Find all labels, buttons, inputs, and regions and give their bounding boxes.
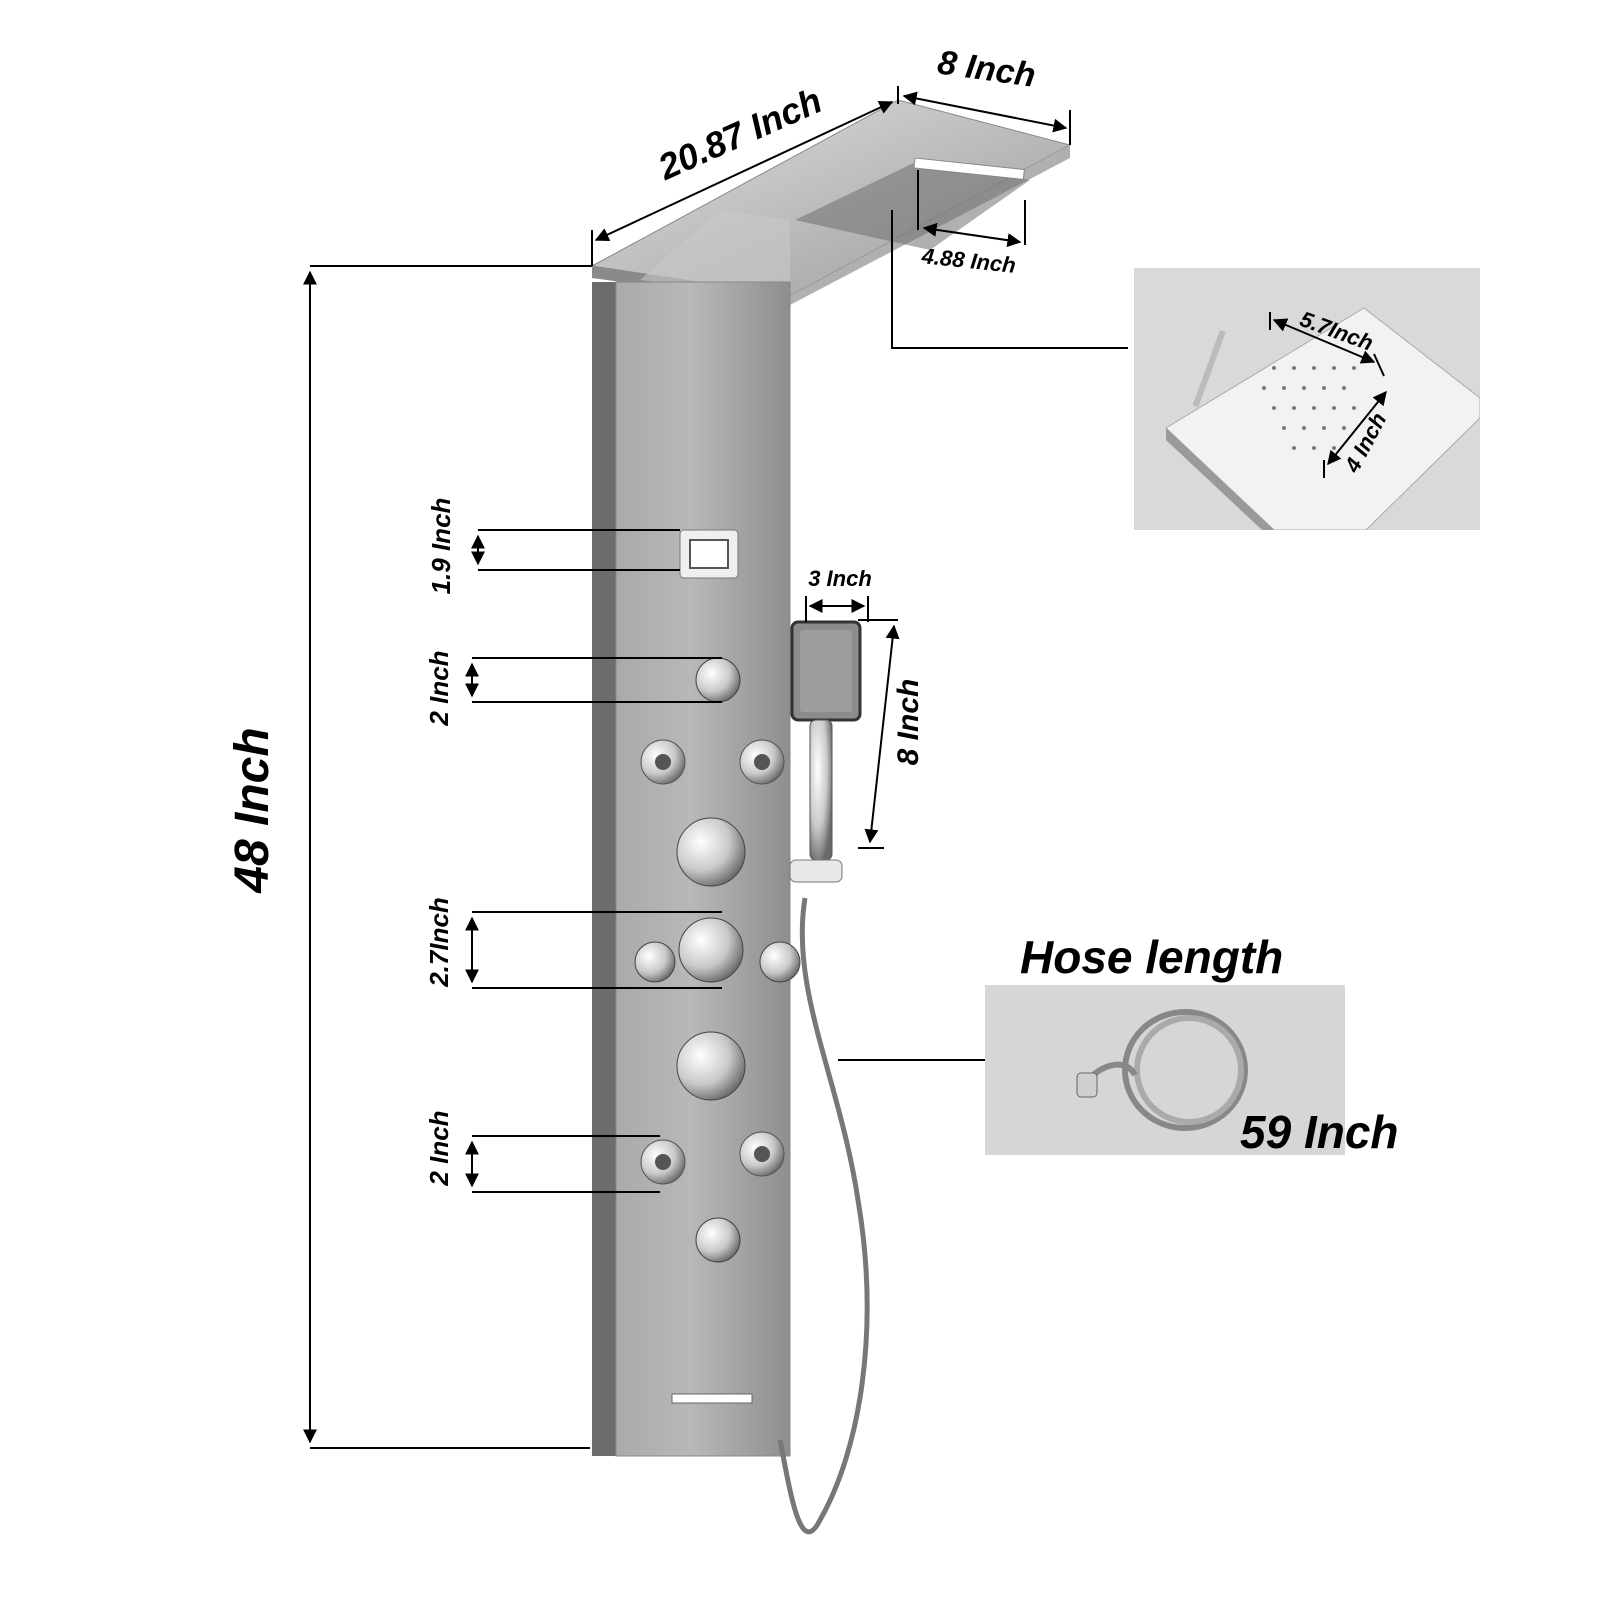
- knob-top-height-label: 2 Inch: [424, 650, 454, 726]
- tub-spout: [671, 1393, 753, 1404]
- side-knob: [634, 941, 676, 983]
- hose-length-value: 59 Inch: [1240, 1106, 1399, 1158]
- side-knob: [759, 941, 801, 983]
- display-height-label: 1.9 Inch: [426, 498, 456, 595]
- top-knob: [695, 657, 741, 703]
- valve-handle: [676, 1031, 746, 1101]
- handheld-shower: [777, 620, 870, 1535]
- dimension-lines: [303, 86, 1128, 1449]
- bottom-jet-height-label: 2 Inch: [424, 1110, 454, 1186]
- hose-title: Hose length: [1020, 931, 1284, 983]
- shower-panel-body: [592, 281, 801, 1457]
- diverter-handle: [678, 917, 744, 983]
- inset-waterfall-slot: [1192, 330, 1226, 408]
- waterfall-outlet: [913, 157, 1025, 180]
- rain-width-label: 4.88 Inch: [920, 243, 1017, 278]
- handheld-length-label: 8 Inch: [892, 679, 925, 766]
- shower-hose: [777, 897, 870, 1535]
- valve-handle: [676, 817, 746, 887]
- hose-inset: [985, 985, 1345, 1155]
- bottom-knob: [695, 1217, 741, 1263]
- middle-group-height-label: 2.7Inch: [424, 897, 454, 988]
- rain-head-inset: 5.7Inch 4 Inch: [1134, 268, 1480, 530]
- overall-height-label: 48 Inch: [226, 727, 279, 893]
- handheld-width-label: 3 Inch: [808, 566, 872, 591]
- top-depth-label: 8 Inch: [935, 43, 1038, 94]
